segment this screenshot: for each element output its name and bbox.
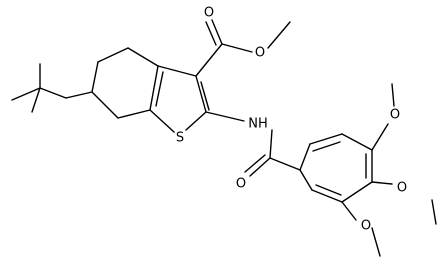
bond	[341, 181, 373, 203]
cyclohexene-ring	[91, 47, 159, 119]
bond	[315, 184, 342, 196]
atom-label-oxygen: O	[390, 108, 400, 123]
bond	[200, 81, 210, 111]
bond	[195, 43, 223, 77]
bond	[185, 111, 207, 131]
bond	[155, 71, 164, 107]
bond	[371, 181, 393, 185]
bond	[311, 189, 343, 203]
bond	[299, 143, 311, 171]
bond	[244, 154, 266, 173]
atom-label-oxygen: O	[255, 46, 265, 61]
bond	[157, 65, 197, 77]
bond	[431, 199, 437, 225]
atom-label-oxygen: O	[397, 181, 407, 196]
methoxy-groups	[341, 83, 437, 257]
bond	[127, 47, 159, 67]
bond	[269, 129, 273, 159]
bond	[195, 75, 207, 113]
bond	[249, 157, 271, 177]
bond	[31, 87, 41, 113]
bond	[341, 201, 357, 221]
benzene-ring	[299, 133, 373, 203]
bond	[91, 91, 119, 119]
bond	[299, 169, 313, 191]
atom-label-oxygen: O	[204, 6, 214, 21]
bond	[91, 61, 99, 93]
bond	[391, 83, 395, 107]
bond	[11, 87, 41, 101]
bond	[221, 43, 253, 53]
methyl-ester-group	[195, 19, 291, 77]
bond	[117, 109, 151, 119]
bond	[371, 227, 381, 257]
bond	[371, 123, 389, 151]
bond	[205, 21, 217, 46]
bond	[149, 109, 175, 133]
bond	[39, 87, 67, 99]
atom-label-oxygen: O	[236, 177, 246, 192]
bond	[269, 157, 301, 171]
amide-linker	[205, 111, 301, 177]
atom-labels: O O S NH O O O O	[176, 6, 407, 234]
bond	[149, 65, 159, 111]
atom-label-sulfur: S	[176, 131, 184, 146]
atom-label-oxygen: O	[361, 219, 371, 234]
atom-label-nh: NH	[248, 117, 268, 132]
tert-butyl-group	[11, 63, 93, 113]
bond	[205, 111, 245, 122]
bond	[309, 133, 343, 145]
bond	[65, 91, 93, 99]
bond	[312, 141, 341, 152]
bond	[97, 47, 129, 63]
thiophene-ring	[149, 65, 210, 133]
bond	[211, 19, 223, 45]
bond	[341, 133, 373, 151]
bond	[267, 21, 291, 49]
